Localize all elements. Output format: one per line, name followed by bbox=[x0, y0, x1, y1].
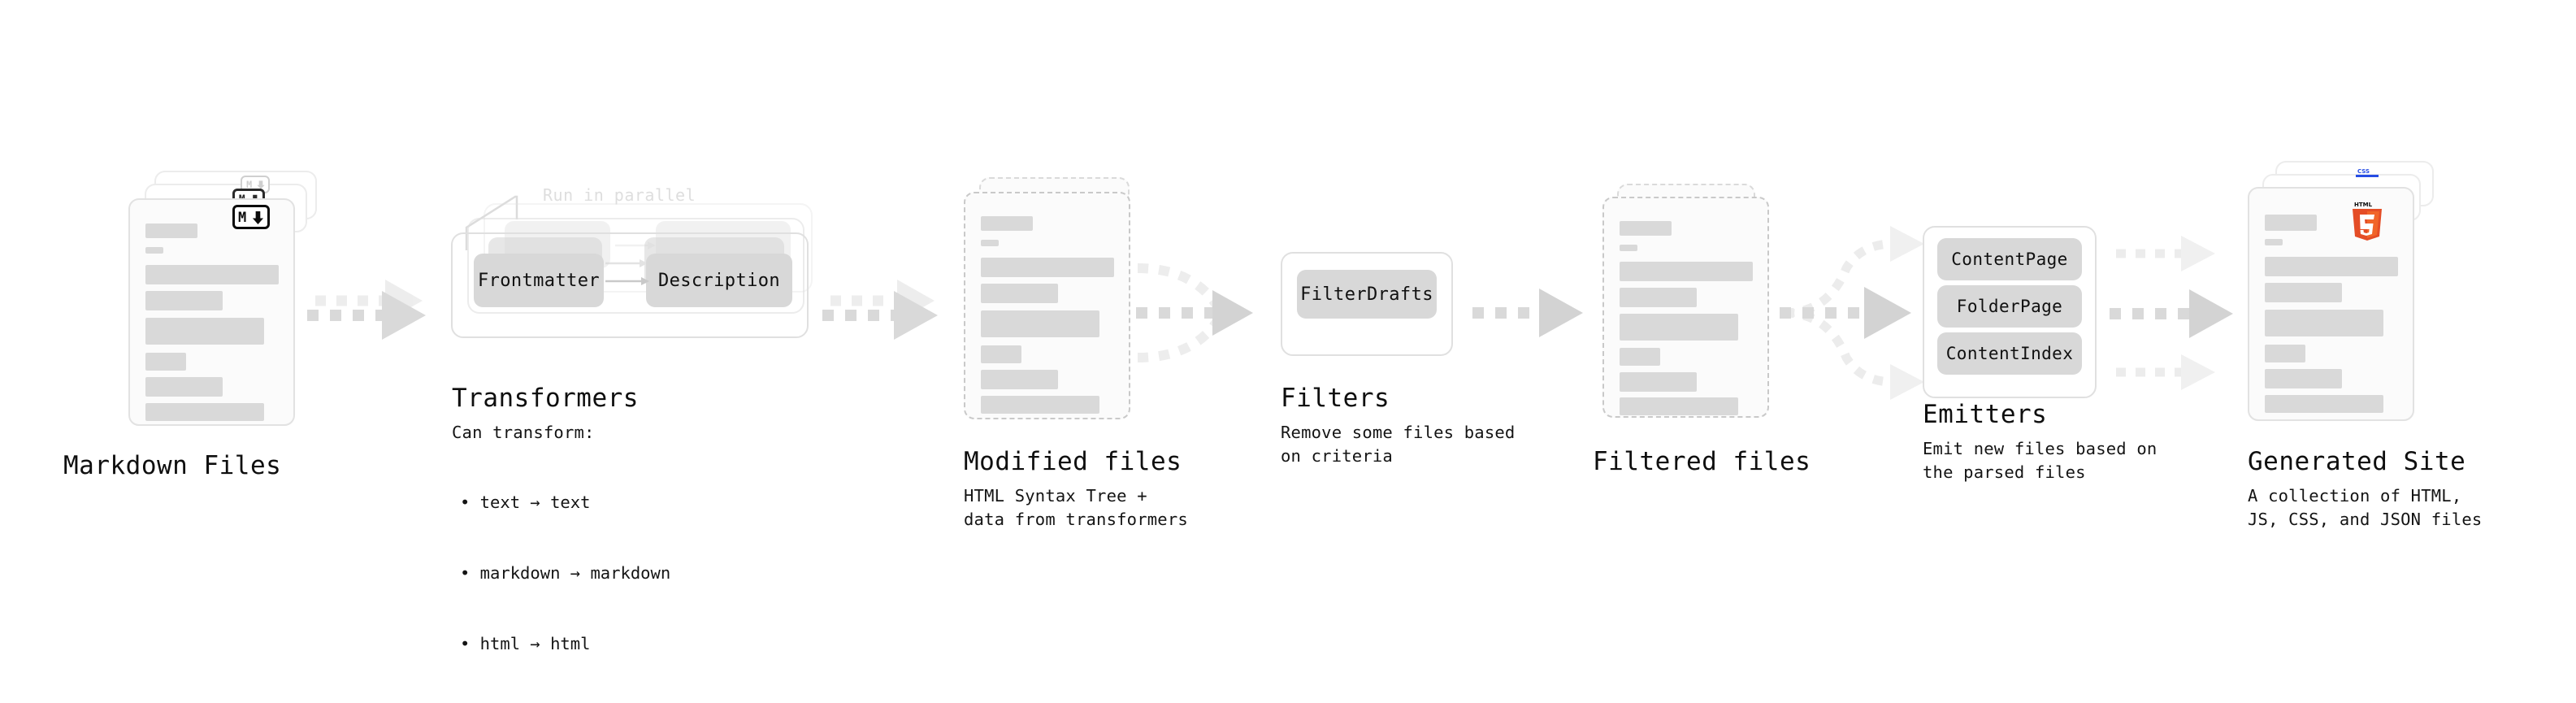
transformer-node-description[interactable]: Description bbox=[646, 254, 792, 307]
content-bar bbox=[145, 403, 264, 421]
content-bar bbox=[2265, 345, 2305, 362]
page-title: Markdown Files bbox=[63, 451, 282, 480]
content-bar bbox=[145, 377, 223, 397]
content-bar bbox=[145, 318, 264, 345]
modified-card-front bbox=[964, 192, 1130, 419]
content-bar bbox=[2265, 239, 2283, 245]
connector-filters-to-filtered bbox=[1472, 289, 1583, 337]
stage-subtitle: HTML Syntax Tree + data from transformer… bbox=[964, 486, 1188, 529]
content-bar bbox=[2265, 395, 2383, 413]
content-bar bbox=[1620, 397, 1738, 415]
filtered-card-front bbox=[1602, 197, 1769, 418]
content-bar bbox=[981, 370, 1058, 389]
connector-transformers-to-modified bbox=[822, 280, 938, 340]
content-bar bbox=[1620, 348, 1660, 366]
connector-modified-to-filters bbox=[1136, 263, 1253, 362]
stage-subtitle: Can transform: bbox=[452, 423, 595, 442]
connector-filtered-to-emitters bbox=[1780, 226, 1924, 400]
transformer-inner-arrow bbox=[605, 277, 649, 285]
html5-icon: HTML bbox=[2350, 200, 2384, 244]
content-bar bbox=[145, 265, 279, 284]
emitter-node-folderpage[interactable]: FolderPage bbox=[1937, 285, 2082, 328]
content-bar bbox=[981, 216, 1033, 231]
filter-node-filterdrafts[interactable]: FilterDrafts bbox=[1297, 270, 1437, 319]
markdown-icon: M bbox=[232, 205, 270, 229]
page-title: Emitters bbox=[1923, 400, 2048, 429]
page-title: Modified files bbox=[964, 447, 1182, 476]
markdown-card-front bbox=[128, 198, 295, 426]
connector-emitters-to-site bbox=[2110, 236, 2233, 390]
svg-text:M: M bbox=[246, 179, 252, 190]
content-bar bbox=[145, 223, 197, 238]
content-bar bbox=[145, 291, 223, 310]
run-in-parallel-bracket bbox=[465, 195, 518, 250]
svg-text:HTML: HTML bbox=[2354, 202, 2373, 208]
pipeline-diagram: M M M Markdown bbox=[63, 161, 2483, 653]
content-bar bbox=[2265, 310, 2383, 336]
content-bar bbox=[2265, 369, 2342, 388]
content-bar bbox=[1620, 314, 1738, 341]
content-bar bbox=[981, 310, 1099, 337]
transformer-box bbox=[451, 232, 809, 338]
content-bar bbox=[2265, 257, 2398, 276]
stage-subtitle: Emit new files based on the parsed files bbox=[1923, 439, 2158, 482]
content-bar bbox=[981, 284, 1058, 303]
content-bar bbox=[1620, 221, 1672, 236]
emitter-node-contentpage[interactable]: ContentPage bbox=[1937, 238, 2082, 280]
content-bar bbox=[145, 353, 186, 371]
svg-text:M: M bbox=[238, 210, 246, 225]
run-in-parallel-label: Run in parallel bbox=[543, 185, 696, 205]
content-bar bbox=[145, 247, 163, 254]
connector-markdown-to-transformers bbox=[307, 280, 426, 340]
svg-text:CSS: CSS bbox=[2357, 168, 2370, 175]
content-bar bbox=[981, 258, 1114, 277]
page-title: Generated Site bbox=[2248, 447, 2466, 476]
content-bar bbox=[1620, 262, 1753, 281]
page-title: Filters bbox=[1281, 384, 1390, 413]
emitter-node-contentindex[interactable]: ContentIndex bbox=[1937, 332, 2082, 375]
site-card-front bbox=[2248, 187, 2414, 421]
list-item: • markdown → markdown bbox=[460, 563, 671, 583]
transformer-box bbox=[467, 218, 804, 314]
content-bar bbox=[981, 396, 1099, 414]
content-bar bbox=[1620, 245, 1637, 251]
transformer-node-frontmatter[interactable]: Frontmatter bbox=[474, 254, 604, 307]
content-bar bbox=[981, 240, 999, 246]
transformer-inner-arrow bbox=[605, 259, 648, 267]
css-icon: CSS bbox=[2355, 166, 2379, 182]
list-item: • html → html bbox=[460, 634, 591, 653]
transform-bullet-list: • text → text • markdown → markdown • ht… bbox=[460, 444, 670, 703]
page-title: Transformers bbox=[452, 384, 639, 413]
list-item: • text → text bbox=[460, 493, 591, 512]
content-bar bbox=[1620, 288, 1697, 307]
content-bar bbox=[2265, 215, 2317, 231]
stage-subtitle: Remove some files based on criteria bbox=[1281, 423, 1516, 466]
page-title: Filtered files bbox=[1593, 447, 1811, 476]
content-bar bbox=[2265, 283, 2342, 302]
stage-subtitle: A collection of HTML, JS, CSS, and JSON … bbox=[2248, 486, 2483, 529]
content-bar bbox=[981, 345, 1021, 363]
content-bar bbox=[1620, 372, 1697, 392]
